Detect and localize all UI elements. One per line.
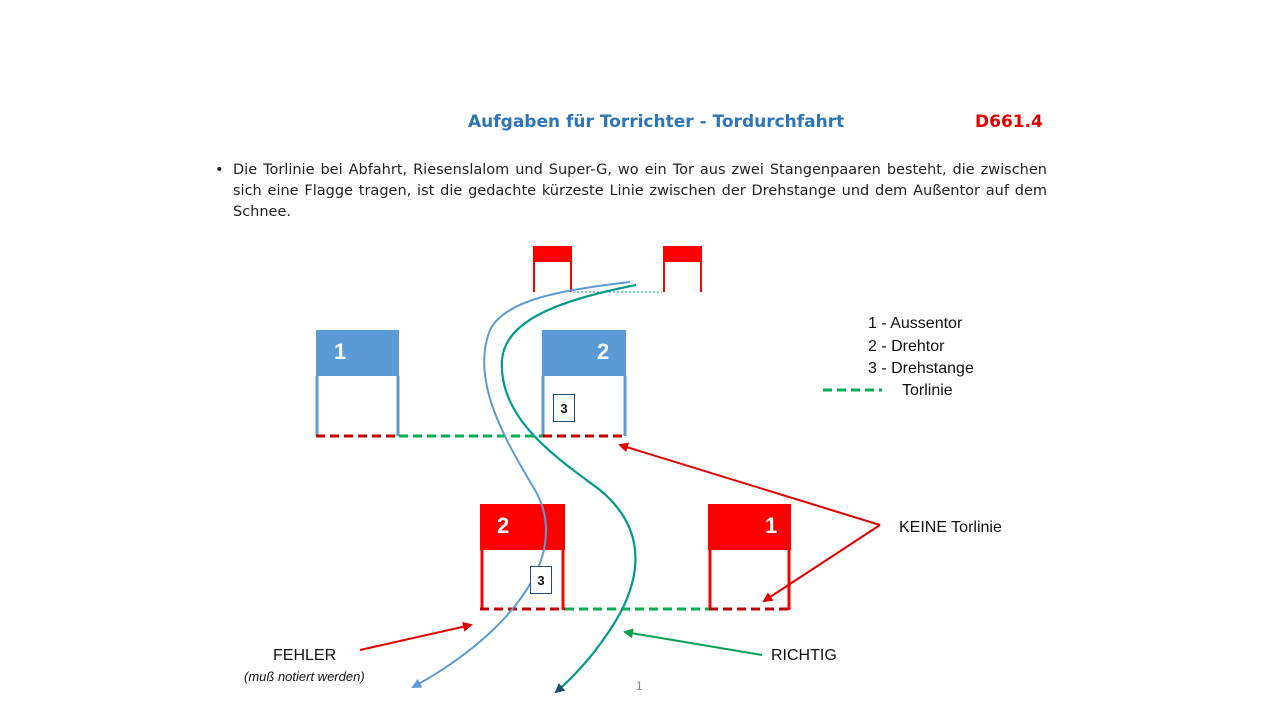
red-turn-gate: [480, 504, 565, 610]
legend-drehstange: 3 - Drehstange: [868, 360, 974, 377]
red-outer-gate: [708, 504, 791, 610]
keine-arrow-lower: [762, 524, 881, 603]
blue-turn-gate-number: 2: [597, 339, 610, 364]
keine-torlinie-label: KEINE Torlinie: [899, 519, 1002, 536]
keine-arrow-upper: [618, 442, 881, 526]
fehler-note: (muß notiert werden): [244, 669, 365, 684]
correct-ski-path: [500, 283, 637, 694]
blue-outer-gate: [315, 330, 400, 436]
rule-code: D661.4: [975, 112, 1043, 132]
legend-aussentor: 1 - Aussentor: [868, 315, 963, 332]
blue-turn-gate: [541, 330, 627, 436]
legend-drehtor: 2 - Drehtor: [868, 338, 945, 355]
wrong-ski-path: [411, 281, 631, 688]
top-gate-left-flag: [533, 246, 572, 292]
legend-torlinie: Torlinie: [902, 382, 953, 399]
richtig-label: RICHTIG: [771, 647, 837, 664]
rule-paragraph: • Die Torlinie bei Abfahrt, Riesenslalom…: [215, 160, 1047, 223]
richtig-arrow: [623, 628, 763, 656]
fehler-label: FEHLER: [273, 647, 337, 664]
fehler-arrow: [359, 621, 473, 651]
bullet-marker: •: [215, 162, 224, 178]
blue-outer-gate-number: 1: [334, 339, 347, 364]
page-title: Aufgaben für Torrichter - Tordurchfahrt: [468, 112, 845, 132]
red-turn-gate-number: 2: [497, 513, 510, 538]
rule-text: Die Torlinie bei Abfahrt, Riesenslalom u…: [233, 162, 1047, 220]
page-number: 1: [636, 679, 643, 693]
top-gate-right-flag: [663, 246, 702, 292]
red-turn-pole-marker: 3: [530, 566, 552, 594]
red-outer-gate-number: 1: [765, 513, 778, 538]
blue-turn-pole-marker: 3: [553, 394, 575, 422]
